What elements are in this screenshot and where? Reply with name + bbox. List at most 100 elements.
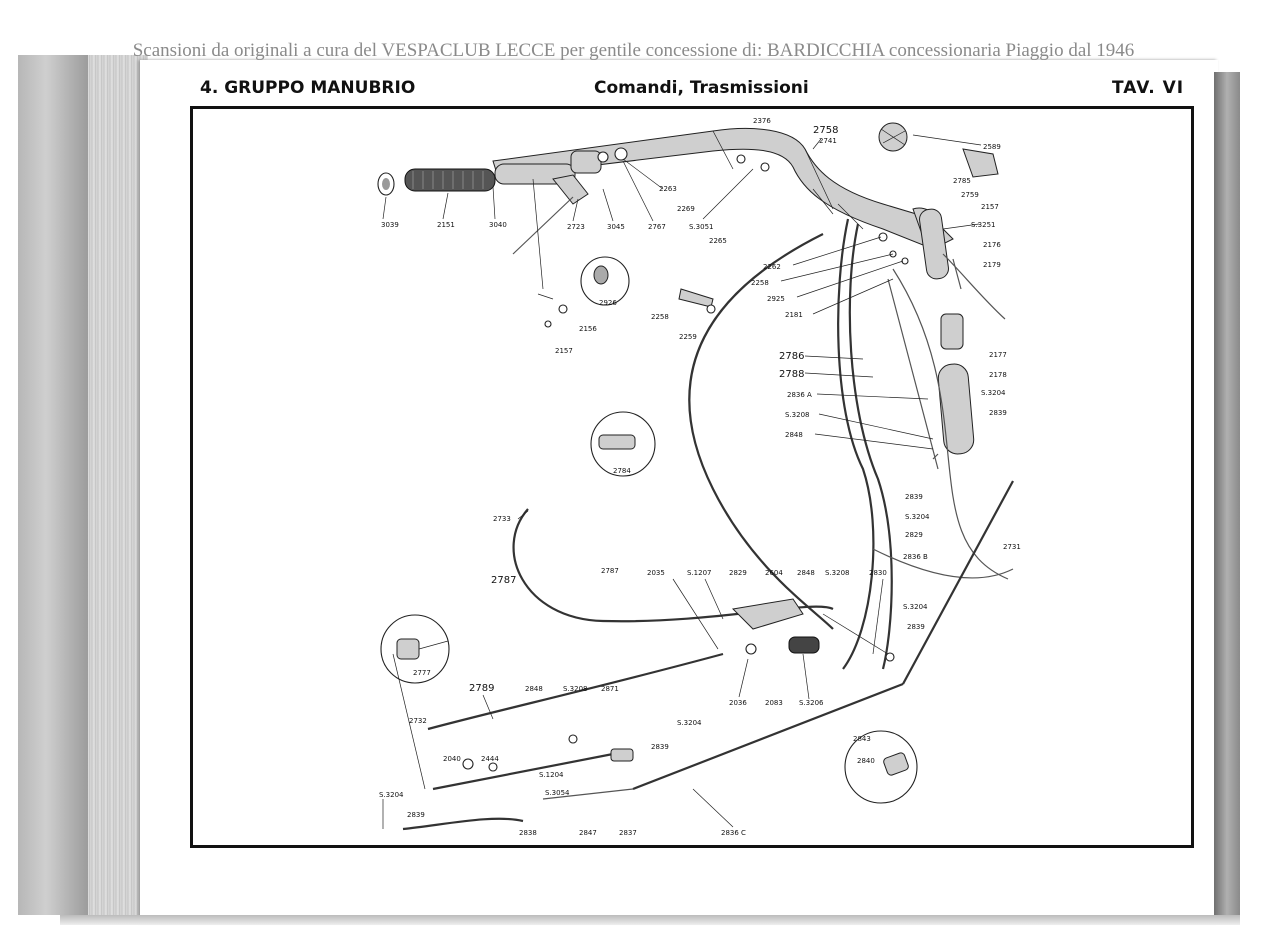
label-2758: 2758 [813,125,838,136]
label-2839a: 2839 [989,409,1007,417]
label-2848a: 2848 [785,431,803,439]
label-2157a: 2157 [981,203,999,211]
label-2785: 2785 [953,177,971,185]
label-2265: 2265 [709,237,727,245]
label-S3251: S.3251 [971,221,995,229]
lower-linkage [382,598,904,831]
label-2837: 2837 [619,829,637,837]
diagram-frame: 2376 2758 2741 2589 2785 2759 2157 S.325… [190,106,1194,848]
label-2732: 2732 [409,717,427,725]
detail-circle-2777 [380,614,450,684]
label-2871: 2871 [601,685,619,693]
label-2263: 2263 [659,185,677,193]
detail-circle-2926 [580,256,630,306]
label-2733: 2733 [493,515,511,523]
bottom-shadow [60,915,1240,925]
label-S3204e: S.3204 [379,791,404,799]
label-2767: 2767 [648,223,666,231]
label-2741: 2741 [819,137,837,145]
label-2589: 2589 [983,143,1001,151]
label-2179: 2179 [983,261,1001,269]
label-2786: 2786 [779,351,804,362]
label-2836B: 2836 B [903,553,928,561]
label-2157b: 2157 [555,347,573,355]
label-S3051: S.3051 [689,223,713,231]
label-2259: 2259 [679,333,697,341]
label-2836C: 2836 C [721,829,746,837]
label-2181: 2181 [785,311,803,319]
label-3040: 3040 [489,221,507,229]
label-2836A: 2836 A [787,391,812,399]
label-S3208c: S.3208 [563,685,587,693]
label-S3204b: S.3204 [905,513,930,521]
label-2444: 2444 [481,755,499,763]
label-S3054: S.3054 [545,789,570,797]
label-2177: 2177 [989,351,1007,359]
scan-shadow-strip [1214,72,1240,922]
right-switch-assembly [878,122,1006,455]
left-grip-assembly [377,147,628,290]
label-2777: 2777 [413,669,431,677]
detail-circle-2840 [844,730,918,804]
label-2035: 2035 [647,569,665,577]
label-2829: 2829 [905,531,923,539]
clamp-2258 [678,288,716,314]
section-subtitle: Comandi, Trasmissioni [594,78,809,98]
label-2036: 2036 [729,699,747,707]
label-2839b: 2839 [905,493,923,501]
label-S1204: S.1204 [539,771,564,779]
label-2848b: 2848 [797,569,815,577]
label-2040: 2040 [443,755,461,763]
label-2788: 2788 [779,369,804,380]
label-2787a: 2787 [491,575,516,586]
watermark-text: Scansioni da originali a cura del VESPAC… [132,40,1135,61]
label-2848c: 2848 [525,685,543,693]
label-2156: 2156 [579,325,597,333]
label-2787b: 2787 [601,567,619,575]
label-2604: 2604 [765,569,783,577]
label-S3206: S.3206 [799,699,824,707]
plate-number: TAV. VI [1112,78,1185,98]
label-2925: 2925 [767,295,785,303]
label-2789: 2789 [469,683,494,694]
part-number-labels: 2376 2758 2741 2589 2785 2759 2157 S.325… [379,117,1021,837]
label-2376: 2376 [753,117,771,125]
label-2258a: 2258 [751,279,769,287]
label-2839d: 2839 [651,743,669,751]
label-2176: 2176 [983,241,1001,249]
label-2723: 2723 [567,223,585,231]
label-2926: 2926 [599,299,617,307]
rod-2836B [902,453,1014,685]
detail-circle-2784 [590,411,656,477]
leader-lines [382,134,982,828]
label-S1207: S.1207 [687,569,711,577]
section-title: 4. GRUPPO MANUBRIO [200,78,416,98]
label-2083: 2083 [765,699,783,707]
label-S3204d: S.3204 [677,719,702,727]
control-cables [512,218,1014,670]
label-2829b: 2829 [729,569,747,577]
label-2262: 2262 [763,263,781,271]
label-2151: 2151 [437,221,455,229]
label-S3208a: S.3208 [785,411,809,419]
label-2843: 2843 [853,735,871,743]
label-2258b: 2258 [651,313,669,321]
exploded-parts-diagram: 2376 2758 2741 2589 2785 2759 2157 S.325… [377,117,1021,837]
label-2838: 2838 [519,829,537,837]
label-2840: 2840 [857,757,875,765]
label-2269: 2269 [677,205,695,213]
label-S3204a: S.3204 [981,389,1006,397]
label-2847: 2847 [579,829,597,837]
label-2731: 2731 [1003,543,1021,551]
label-2839c: 2839 [907,623,925,631]
label-3045: 3045 [607,223,625,231]
label-2830: 2830 [869,569,887,577]
label-3039: 3039 [381,221,399,229]
book-spine-edge [18,55,88,915]
label-2178: 2178 [989,371,1007,379]
label-2759: 2759 [961,191,979,199]
label-S3204c: S.3204 [903,603,928,611]
label-S3208b: S.3208 [825,569,849,577]
clamp-2156 [537,293,568,328]
